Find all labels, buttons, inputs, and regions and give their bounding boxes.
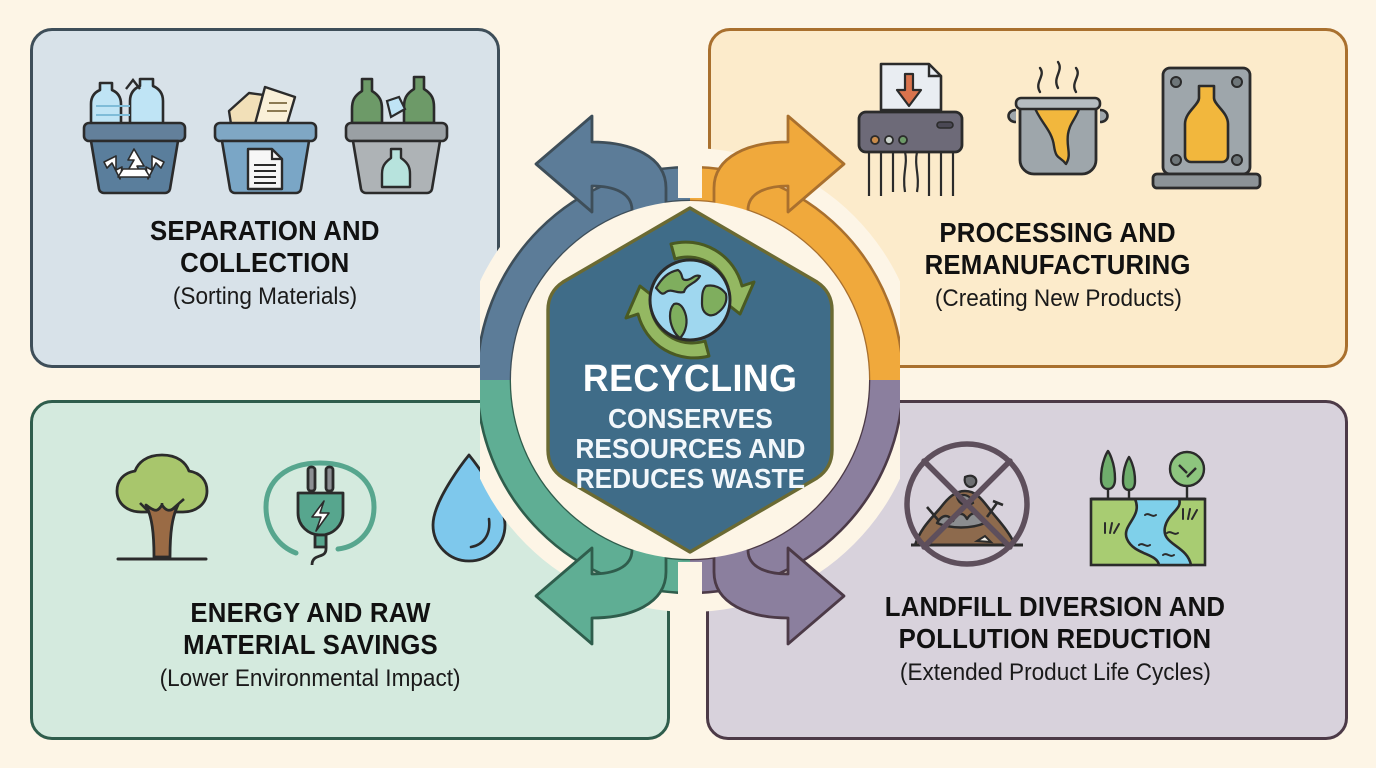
title-line-1: PROCESSING AND [939, 217, 1177, 248]
title-line-2: POLLUTION REDUCTION [898, 623, 1212, 655]
clean-river-landscape-icon [1083, 437, 1213, 577]
title-line-2: MATERIAL SAVINGS [182, 629, 438, 661]
title-line-1: LANDFILL DIVERSION AND [884, 591, 1226, 622]
title-line-2: REMANUFACTURING [924, 249, 1192, 281]
label-block-landfill: LANDFILL DIVERSION AND POLLUTION REDUCTI… [870, 591, 1240, 687]
no-landfill-icon [897, 437, 1037, 577]
title-line-2: COLLECTION [180, 247, 350, 279]
melting-pot-icon [1006, 60, 1111, 205]
icon-row-energy [102, 439, 519, 579]
label-block-processing: PROCESSING AND REMANUFACTURING (Creating… [913, 217, 1202, 313]
tree-icon [102, 449, 222, 579]
molding-press-icon [1149, 60, 1264, 205]
icon-row-separation [82, 61, 449, 201]
label-block-separation: SEPARATION AND COLLECTION (Sorting Mater… [140, 215, 390, 311]
title-line-1: SEPARATION AND [150, 215, 380, 246]
shredder-icon [853, 60, 968, 205]
icon-row-landfill [897, 437, 1213, 577]
subtitle: (Extended Product Life Cycles) [899, 658, 1211, 686]
central-cycle-hub: RECYCLING CONSERVES RESOURCES AND REDUCE… [480, 60, 900, 700]
globe-recycling-icon [624, 240, 756, 360]
title-line-1: ENERGY AND RAW [189, 597, 431, 628]
subtitle: (Sorting Materials) [172, 282, 358, 310]
paper-bin-icon [213, 61, 318, 201]
quadrant-separation-and-collection[interactable]: SEPARATION AND COLLECTION (Sorting Mater… [30, 28, 500, 368]
plastic-bottles-bin-icon [82, 61, 187, 201]
hexagon-core [546, 206, 834, 554]
label-block-energy: ENERGY AND RAW MATERIAL SAVINGS (Lower E… [150, 597, 470, 693]
power-plug-icon [258, 449, 383, 579]
glass-bottles-bin-icon [344, 61, 449, 201]
icon-row-processing [853, 60, 1264, 205]
subtitle: (Lower Environmental Impact) [159, 664, 461, 692]
subtitle: (Creating New Products) [934, 284, 1182, 312]
